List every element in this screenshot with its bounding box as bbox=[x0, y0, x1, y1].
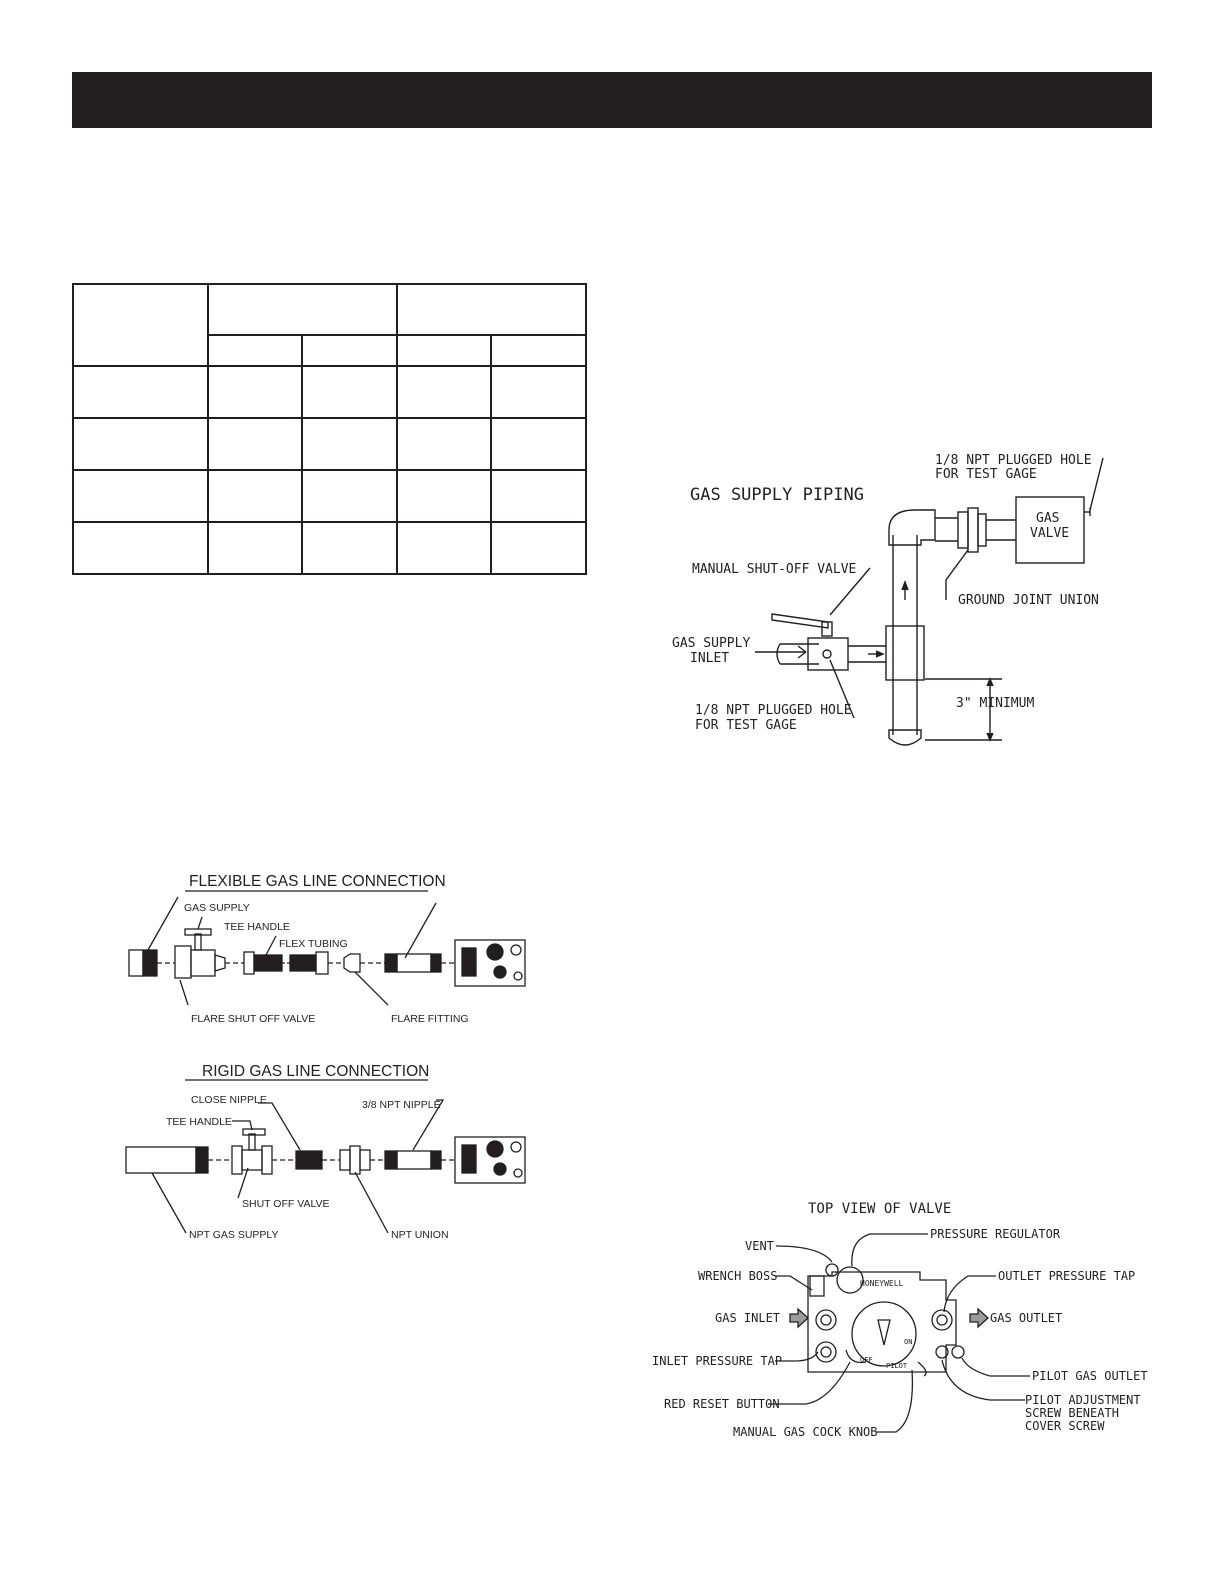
table-cell bbox=[207, 417, 303, 471]
pilot-adjustment-label: PILOT ADJUSTMENT bbox=[1025, 1393, 1141, 1407]
table-cell bbox=[396, 365, 492, 419]
plugged-hole-bottom-label-2: FOR TEST GAGE bbox=[695, 718, 797, 733]
gas-outlet-label: GAS OUTLET bbox=[990, 1311, 1062, 1325]
section-header-bar bbox=[72, 72, 1152, 128]
table-cell bbox=[207, 334, 303, 367]
honeywell-label: HONEYWELL bbox=[860, 1279, 904, 1288]
close-nipple-label: CLOSE NIPPLE bbox=[191, 1094, 267, 1106]
outlet-pressure-tap-label: OUTLET PRESSURE TAP bbox=[998, 1269, 1135, 1283]
table-row bbox=[72, 469, 587, 523]
table-row bbox=[72, 417, 587, 471]
table-cell bbox=[396, 282, 587, 337]
table-cell bbox=[490, 334, 587, 367]
table-cell bbox=[207, 469, 303, 523]
gas-supply-inlet-label-2: INLET bbox=[690, 651, 729, 666]
pressure-regulator-label: PRESSURE REGULATOR bbox=[930, 1227, 1061, 1241]
vent-label: VENT bbox=[745, 1239, 774, 1253]
gas-supply-inlet-label: GAS SUPPLY bbox=[672, 636, 750, 651]
gas-inlet-label: GAS INLET bbox=[715, 1311, 780, 1325]
valve-top-view-title: TOP VIEW OF VALVE bbox=[808, 1201, 951, 1217]
plugged-hole-top-label: 1/8 NPT PLUGGED HOLE bbox=[935, 453, 1092, 468]
gas-valve-label: GAS bbox=[1036, 511, 1059, 526]
gas-pressure-table bbox=[72, 282, 587, 575]
table-cell bbox=[72, 283, 209, 367]
table-cell bbox=[396, 334, 492, 367]
inlet-pressure-tap-label: INLET PRESSURE TAP bbox=[652, 1354, 782, 1368]
table-cell bbox=[396, 417, 492, 471]
table-cell bbox=[490, 469, 587, 523]
ground-joint-union-label: GROUND JOINT UNION bbox=[958, 593, 1099, 608]
table-cell bbox=[301, 469, 398, 523]
table-cell bbox=[207, 365, 303, 419]
pilot-gas-outlet-label: PILOT GAS OUTLET bbox=[1032, 1369, 1148, 1383]
table-cell bbox=[301, 365, 398, 419]
gas-valve-label-2: VALVE bbox=[1030, 526, 1069, 541]
table-row bbox=[72, 282, 587, 367]
table-cell bbox=[207, 282, 398, 337]
flex-gas-supply-label: GAS SUPPLY bbox=[184, 902, 250, 914]
manual-gas-cock-knob-label: MANUAL GAS COCK KNOB bbox=[733, 1425, 878, 1439]
table-cell bbox=[490, 521, 587, 575]
table-cell bbox=[72, 417, 209, 471]
table-cell bbox=[490, 365, 587, 419]
flare-fitting-label: FLARE FITTING bbox=[391, 1013, 469, 1025]
table-cell bbox=[72, 469, 209, 523]
table-row bbox=[72, 365, 587, 419]
shut-off-valve-label: SHUT OFF VALVE bbox=[242, 1198, 330, 1210]
manual-shutoff-label: MANUAL SHUT-OFF VALVE bbox=[692, 562, 856, 577]
plugged-hole-bottom-label: 1/8 NPT PLUGGED HOLE bbox=[695, 703, 852, 718]
wrench-boss-label: WRENCH BOSS bbox=[698, 1269, 777, 1283]
table-cell bbox=[301, 334, 398, 367]
npt-gas-supply-label: NPT GAS SUPPLY bbox=[189, 1229, 278, 1241]
table-row bbox=[72, 521, 587, 575]
pilot-adjustment-label-2: SCREW BENEATH bbox=[1025, 1406, 1119, 1420]
gas-supply-piping-title: GAS SUPPLY PIPING bbox=[690, 485, 864, 505]
table-cell bbox=[301, 417, 398, 471]
pilot-adjustment-label-3: COVER SCREW bbox=[1025, 1419, 1105, 1433]
npt-union-label: NPT UNION bbox=[391, 1229, 449, 1241]
rigid-connection-title: RIGID GAS LINE CONNECTION bbox=[202, 1063, 429, 1080]
table-cell bbox=[396, 469, 492, 523]
table-cell bbox=[396, 521, 492, 575]
rigid-tee-handle-label: TEE HANDLE bbox=[166, 1116, 232, 1128]
flex-tubing-label: FLEX TUBING bbox=[279, 938, 348, 950]
plugged-hole-top-label-2: FOR TEST GAGE bbox=[935, 467, 1037, 482]
flex-tee-handle-label: TEE HANDLE bbox=[224, 921, 290, 933]
red-reset-button-label: RED RESET BUTTON bbox=[664, 1397, 780, 1411]
table-cell bbox=[490, 417, 587, 471]
table-cell bbox=[207, 521, 303, 575]
table-cell bbox=[72, 521, 209, 575]
three-inch-minimum-label: 3" MINIMUM bbox=[956, 696, 1034, 711]
table-row bbox=[73, 334, 587, 367]
table-cell bbox=[72, 365, 209, 419]
knob-pilot-label: PILOT bbox=[886, 1362, 908, 1370]
flexible-connection-title: FLEXIBLE GAS LINE CONNECTION bbox=[189, 873, 446, 890]
table-cell bbox=[301, 521, 398, 575]
npt-nipple-label: 3/8 NPT NIPPLE bbox=[362, 1099, 441, 1111]
knob-off-label: OFF bbox=[860, 1356, 873, 1364]
knob-on-label: ON bbox=[904, 1338, 912, 1346]
flare-shut-off-valve-label: FLARE SHUT OFF VALVE bbox=[191, 1013, 315, 1025]
